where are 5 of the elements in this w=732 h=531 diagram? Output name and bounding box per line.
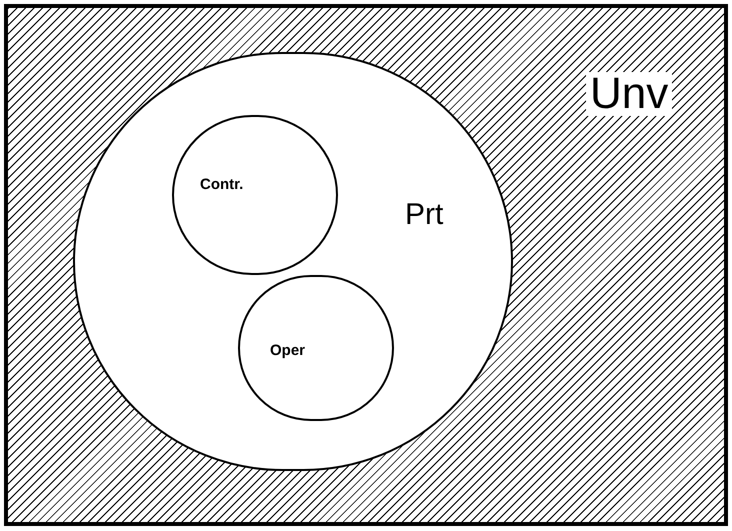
set-label: Prt xyxy=(405,200,444,230)
set-label: Contr. xyxy=(200,177,244,192)
universe-rectangle xyxy=(4,4,728,526)
set-label: Oper xyxy=(270,343,306,358)
set-label: Unv xyxy=(586,72,672,116)
